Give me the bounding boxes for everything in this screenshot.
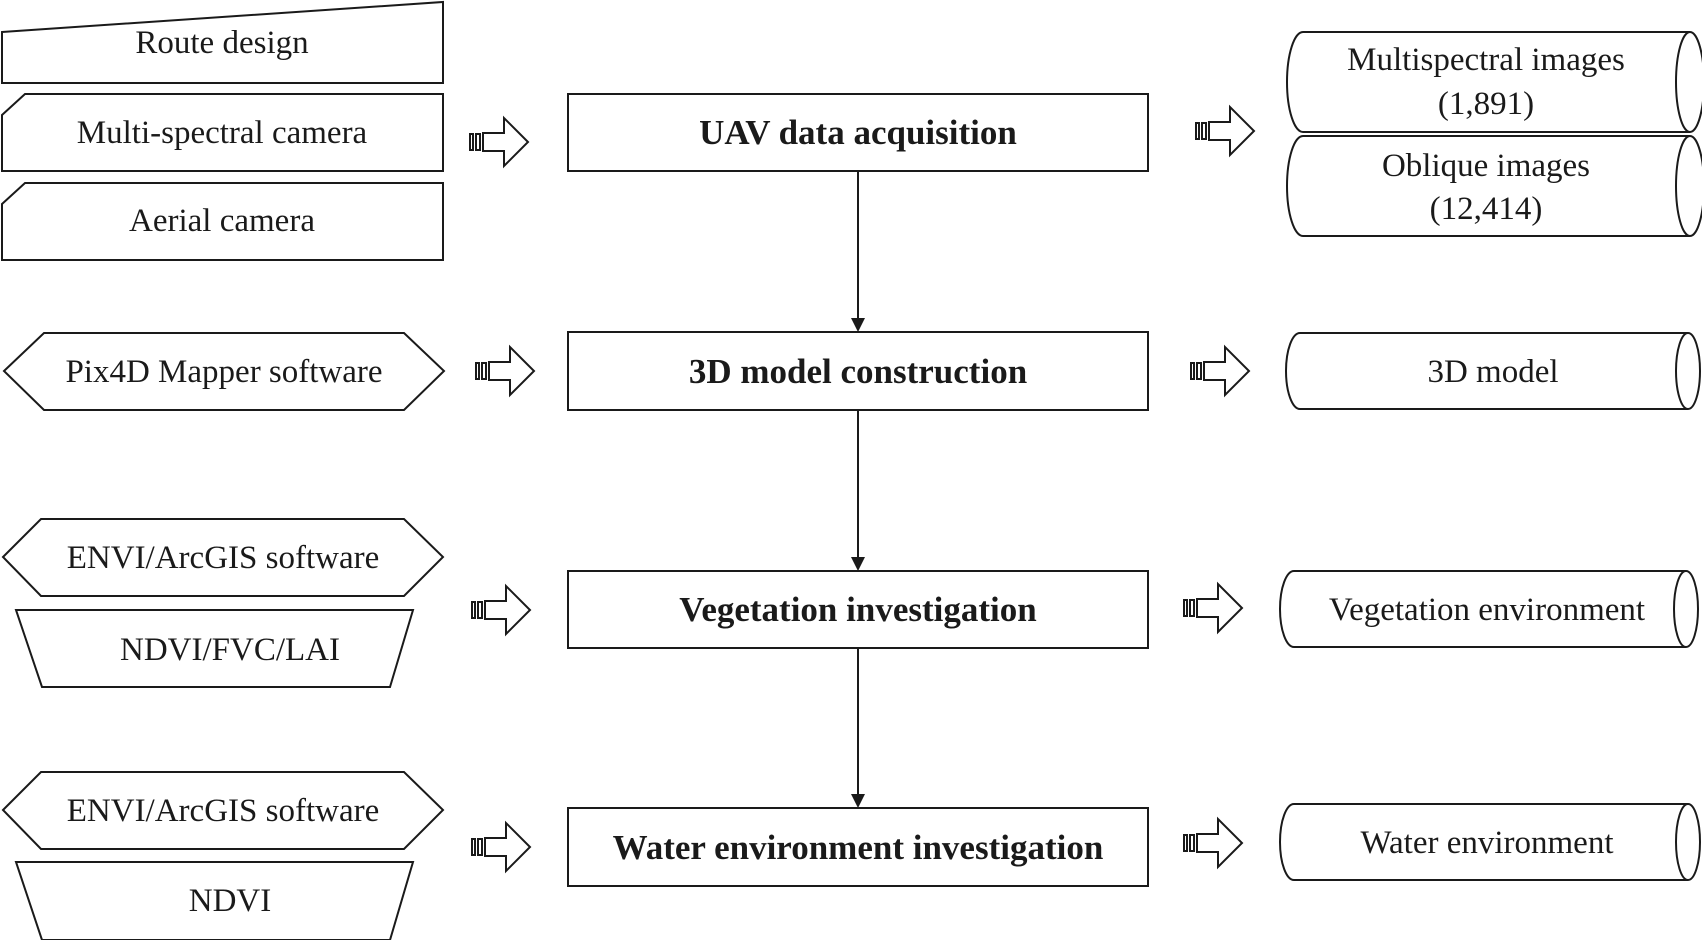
multispectral-images-label: Multispectral images <box>1347 42 1625 78</box>
flow-connector-2 <box>851 410 865 571</box>
water-environment-investigation-label: Water environment investigation <box>613 828 1104 867</box>
output-arrow-4-icon <box>1183 818 1243 868</box>
ndvi-fvc-lai-node: NDVI/FVC/LAI <box>14 609 415 688</box>
pix4d-software-node: Pix4D Mapper software <box>2 332 446 411</box>
output-arrow-2-icon <box>1190 346 1250 396</box>
multispectral-images-output: Multispectral images (1,891) <box>1286 31 1702 133</box>
model-3d-label: 3D model <box>1427 354 1558 390</box>
model-construction-3d-label: 3D model construction <box>689 352 1027 391</box>
model-3d-output: 3D model <box>1285 332 1701 410</box>
oblique-images-count: (12,414) <box>1430 191 1543 227</box>
output-arrow-3-icon <box>1183 583 1243 633</box>
input-arrow-4-icon <box>471 822 531 872</box>
uav-data-acquisition-step: UAV data acquisition <box>567 93 1149 172</box>
envi-arcgis-software-label-1: ENVI/ArcGIS software <box>67 540 380 576</box>
uav-data-acquisition-label: UAV data acquisition <box>699 113 1017 152</box>
output-arrow-1-icon <box>1195 106 1255 156</box>
vegetation-environment-label: Vegetation environment <box>1329 592 1645 628</box>
water-environment-label: Water environment <box>1361 825 1614 861</box>
water-environment-output: Water environment <box>1279 803 1701 881</box>
flow-arrowhead-2-icon <box>851 557 865 571</box>
route-design-label: Route design <box>135 25 308 61</box>
ndvi-label: NDVI <box>189 883 271 919</box>
vegetation-environment-output: Vegetation environment <box>1279 570 1699 648</box>
oblique-images-output: Oblique images (12,414) <box>1286 135 1702 237</box>
multispectral-images-count: (1,891) <box>1438 86 1534 122</box>
vegetation-investigation-step: Vegetation investigation <box>567 570 1149 649</box>
envi-arcgis-software-node-2: ENVI/ArcGIS software <box>1 771 445 850</box>
vegetation-investigation-label: Vegetation investigation <box>679 590 1036 629</box>
input-arrow-1-icon <box>469 117 529 167</box>
envi-arcgis-software-label-2: ENVI/ArcGIS software <box>67 793 380 829</box>
flow-connector-1 <box>851 171 865 332</box>
flow-arrowhead-3-icon <box>851 794 865 808</box>
aerial-camera-label: Aerial camera <box>129 203 315 239</box>
multispectral-camera-node: Multi-spectral camera <box>1 93 444 172</box>
multispectral-camera-label: Multi-spectral camera <box>77 115 368 151</box>
envi-arcgis-software-node-1: ENVI/ArcGIS software <box>1 518 445 597</box>
route-design-node: Route design <box>0 0 444 84</box>
input-arrow-2-icon <box>475 346 535 396</box>
flow-arrowhead-1-icon <box>851 318 865 332</box>
model-construction-3d-step: 3D model construction <box>567 331 1149 411</box>
ndvi-node: NDVI <box>14 861 415 940</box>
ndvi-fvc-lai-label: NDVI/FVC/LAI <box>120 632 340 668</box>
water-environment-investigation-step: Water environment investigation <box>567 807 1149 887</box>
pix4d-software-label: Pix4D Mapper software <box>65 354 382 390</box>
flow-connector-3 <box>851 648 865 808</box>
input-arrow-3-icon <box>471 585 531 635</box>
oblique-images-label: Oblique images <box>1382 148 1590 184</box>
aerial-camera-node: Aerial camera <box>1 182 444 261</box>
